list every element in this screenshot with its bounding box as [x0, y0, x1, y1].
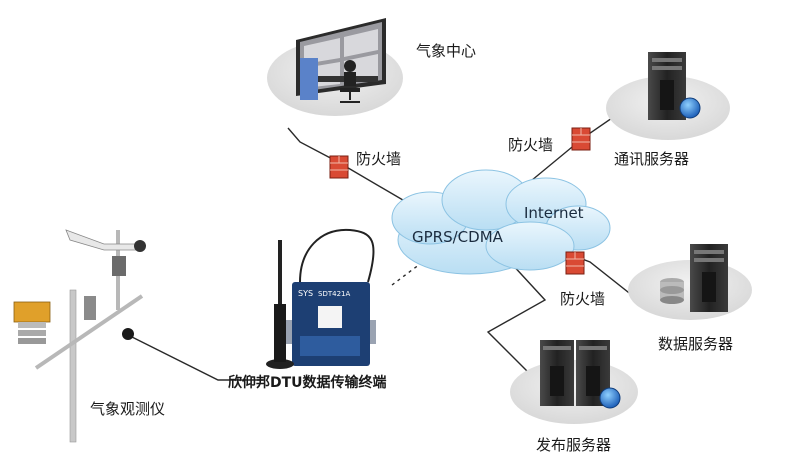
dtu-screen: [318, 306, 342, 328]
internet-cloud: [391, 169, 611, 275]
firewall-icon-2: [571, 127, 591, 151]
database-icon: [660, 278, 684, 304]
dtu-antenna-base: [266, 359, 294, 369]
comm-server-node: [606, 52, 730, 140]
dtu-model: SDT421A: [318, 290, 350, 298]
label-dtu: 欣仰邦DTU数据传输终端: [228, 375, 387, 391]
label-data-server: 数据服务器: [658, 335, 734, 353]
wind-vane-icon: [65, 229, 141, 251]
sensor-box: [112, 256, 126, 276]
label-firewall-3: 防火墙: [560, 290, 606, 308]
globe-icon: [679, 97, 701, 119]
sensor-box: [84, 296, 96, 320]
server-tower-icon: [576, 340, 610, 406]
weather-center-node: [267, 18, 403, 116]
dtu-device: SYS SDT421A: [266, 228, 376, 369]
globe-icon: [599, 387, 621, 409]
dtu-logo: SYS: [298, 289, 313, 298]
radiation-shield-icon: [13, 301, 51, 344]
server-tower-icon: [648, 52, 686, 120]
dtu-bracket: [286, 320, 292, 344]
line-center-to-cloud: [287, 127, 421, 211]
publish-server-node: [510, 340, 638, 424]
firewall-icon-3: [565, 251, 585, 275]
line-dtu-to-cloud: [391, 254, 433, 286]
line-instrument-to-dtu: [129, 335, 264, 381]
label-firewall-2: 防火墙: [508, 136, 554, 154]
label-publish-server: 发布服务器: [536, 436, 612, 454]
instrument-pole: [69, 289, 77, 443]
label-comm-server: 通讯服务器: [614, 150, 690, 168]
server-tower-icon: [690, 244, 728, 312]
anemometer-icon: [134, 240, 146, 252]
label-firewall-1: 防火墙: [356, 150, 402, 168]
label-gprs-cdma: GPRS/CDMA: [412, 228, 503, 246]
label-internet: Internet: [524, 204, 584, 222]
connector-dot: [122, 328, 134, 340]
weather-instrument: [13, 229, 146, 443]
dtu-antenna-stand: [274, 304, 286, 362]
operator-icon: [318, 60, 378, 103]
data-server-node: [628, 244, 752, 320]
label-weather-instrument: 气象观测仪: [90, 400, 166, 418]
dtu-indicator-panel: [300, 336, 360, 356]
instrument-crossarm: [34, 294, 144, 370]
dtu-bracket: [370, 320, 376, 344]
server-tower-icon: [540, 340, 574, 406]
firewall-icon-1: [329, 155, 349, 179]
label-weather-center: 气象中心: [416, 42, 477, 60]
line-publish-to-cloud: [486, 261, 547, 381]
dtu-cable: [299, 228, 375, 283]
